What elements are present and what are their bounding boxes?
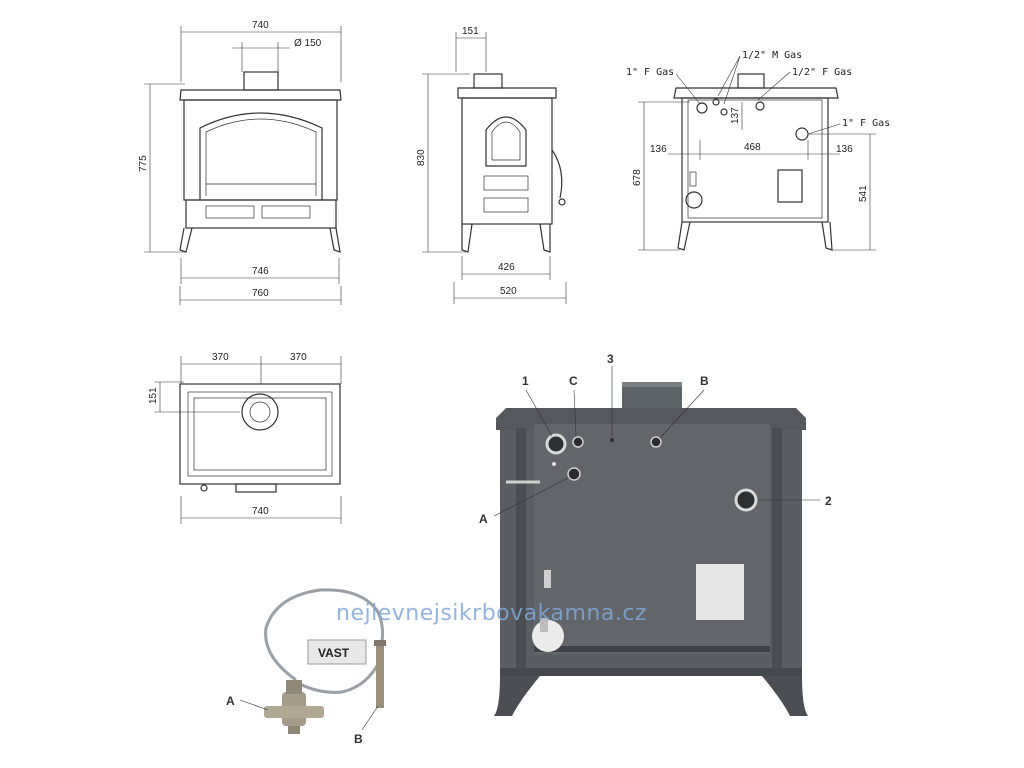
top-view: 370 370 151 740 [148, 352, 342, 524]
watermark: nejlevnejsikrbovakamna.cz [336, 601, 647, 626]
stove-rear-photo [494, 382, 808, 716]
callout-a: A [479, 512, 488, 526]
rear-label-m-gas: 1/2" M Gas [742, 50, 802, 61]
front-height-label: 775 [138, 155, 149, 172]
rear-dim-136-left: 136 [650, 144, 667, 155]
callout-3: 3 [607, 352, 614, 366]
side-view: 151 830 426 520 [416, 26, 567, 304]
top-flue-offset-label: 151 [148, 387, 159, 404]
callout-c: C [569, 374, 578, 388]
side-leg-width-label: 426 [498, 262, 515, 273]
vast-valve-illustration: VAST A B [222, 588, 386, 746]
callout-2: 2 [825, 494, 832, 508]
front-leg-width-label: 746 [252, 266, 269, 277]
front-view: 740 Ø 150 775 746 760 [138, 20, 342, 305]
rear-label-f-gas-half: 1/2" F Gas [792, 67, 852, 78]
side-flue-offset-label: 151 [462, 26, 479, 37]
rear-view: 1" F Gas 1/2" M Gas 1/2" F Gas 1" F Gas … [626, 50, 890, 251]
top-width-label: 740 [252, 506, 269, 517]
rear-dim-136-right: 136 [836, 144, 853, 155]
rear-height-left: 678 [632, 169, 643, 186]
rear-dim-468: 468 [744, 142, 761, 153]
vast-label: VAST [318, 646, 350, 660]
top-half-right-label: 370 [290, 352, 307, 363]
callout-b: B [700, 374, 709, 388]
top-half-left-label: 370 [212, 352, 229, 363]
callout-1: 1 [522, 374, 529, 388]
rear-label-f-gas-right: 1" F Gas [842, 118, 890, 129]
front-top-width-label: 740 [252, 20, 269, 31]
front-total-width-label: 760 [252, 288, 269, 299]
valve-callout-a: A [226, 694, 235, 708]
rear-label-f-gas-left: 1" F Gas [626, 67, 674, 78]
side-height-label: 830 [416, 149, 427, 166]
photo-callouts: 1 C 3 B 2 A [474, 350, 840, 526]
side-depth-label: 520 [500, 286, 517, 297]
valve-callout-b: B [354, 732, 363, 746]
valve-body [264, 680, 324, 734]
front-flue-diameter-label: Ø 150 [294, 38, 322, 49]
rear-dim-137: 137 [730, 107, 741, 124]
rear-height-right: 541 [858, 185, 869, 202]
